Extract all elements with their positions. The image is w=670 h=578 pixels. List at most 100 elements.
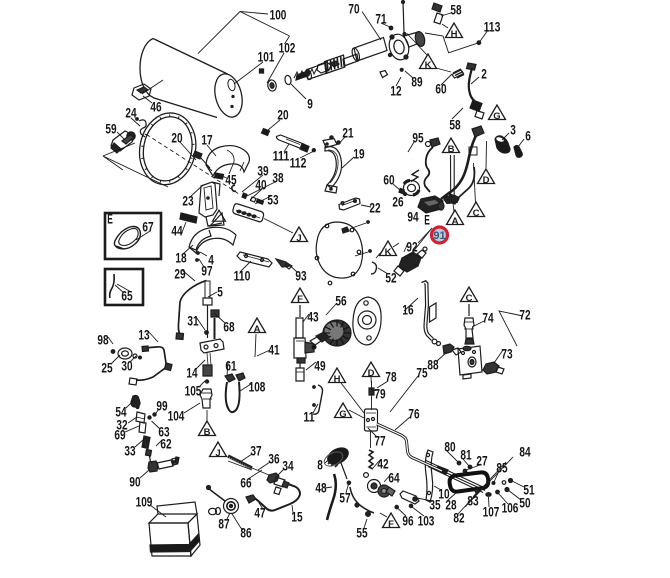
svg-text:97: 97 (201, 264, 212, 279)
svg-text:34: 34 (282, 459, 294, 474)
svg-text:99: 99 (156, 399, 167, 414)
svg-text:C: C (466, 293, 473, 304)
svg-text:38: 38 (272, 171, 284, 186)
svg-text:77: 77 (374, 434, 385, 449)
svg-text:48: 48 (315, 481, 327, 496)
svg-text:H: H (334, 374, 341, 385)
svg-text:96: 96 (402, 514, 414, 529)
svg-text:8: 8 (317, 458, 323, 473)
svg-text:10: 10 (438, 487, 449, 502)
svg-text:74: 74 (482, 311, 494, 326)
svg-text:G: G (493, 111, 500, 122)
svg-text:J: J (215, 448, 220, 459)
svg-text:88: 88 (427, 358, 439, 373)
svg-text:25: 25 (101, 361, 113, 376)
svg-text:5: 5 (217, 285, 223, 300)
svg-text:104: 104 (168, 409, 185, 424)
svg-text:81: 81 (460, 448, 472, 463)
svg-text:85: 85 (496, 461, 508, 476)
svg-text:60: 60 (435, 82, 446, 97)
svg-text:22: 22 (369, 201, 380, 216)
svg-text:92: 92 (406, 240, 417, 255)
svg-text:57: 57 (339, 491, 350, 506)
svg-text:110: 110 (234, 269, 251, 284)
svg-text:4: 4 (208, 253, 214, 268)
svg-text:42: 42 (377, 457, 388, 472)
svg-text:65: 65 (121, 289, 133, 304)
svg-text:113: 113 (484, 20, 501, 35)
svg-text:61: 61 (225, 359, 237, 374)
svg-text:13: 13 (138, 328, 150, 343)
svg-text:64: 64 (388, 471, 400, 486)
svg-text:89: 89 (411, 75, 422, 90)
svg-text:A: A (452, 216, 459, 227)
svg-text:37: 37 (250, 444, 261, 459)
svg-text:26: 26 (392, 195, 404, 210)
svg-text:98: 98 (97, 333, 109, 348)
svg-text:47: 47 (254, 506, 265, 521)
svg-text:73: 73 (501, 347, 513, 362)
svg-text:90: 90 (129, 475, 140, 490)
svg-text:20: 20 (277, 108, 288, 123)
svg-text:15: 15 (291, 510, 303, 525)
svg-text:12: 12 (390, 84, 401, 99)
svg-text:87: 87 (218, 517, 229, 532)
svg-text:E: E (107, 212, 113, 227)
svg-text:71: 71 (375, 12, 387, 27)
svg-text:3: 3 (510, 123, 516, 138)
svg-text:44: 44 (171, 224, 183, 239)
svg-text:B: B (448, 144, 455, 155)
svg-text:58: 58 (450, 3, 462, 18)
svg-text:50: 50 (519, 496, 530, 511)
svg-text:28: 28 (445, 498, 457, 513)
svg-text:J: J (296, 233, 301, 244)
svg-text:103: 103 (418, 514, 435, 529)
svg-text:14: 14 (186, 366, 198, 381)
svg-text:K: K (385, 247, 392, 258)
svg-text:B: B (204, 427, 211, 438)
svg-text:53: 53 (267, 193, 279, 208)
svg-text:F: F (297, 294, 303, 305)
svg-text:18: 18 (175, 251, 187, 266)
svg-text:40: 40 (255, 178, 266, 193)
svg-text:32: 32 (116, 418, 127, 433)
svg-text:2: 2 (481, 67, 487, 82)
svg-text:55: 55 (356, 526, 368, 541)
svg-text:43: 43 (307, 310, 319, 325)
svg-text:83: 83 (467, 494, 479, 509)
svg-text:76: 76 (408, 407, 420, 422)
svg-text:67: 67 (142, 220, 153, 235)
svg-text:6: 6 (525, 129, 531, 144)
svg-text:60: 60 (383, 173, 394, 188)
svg-text:46: 46 (150, 100, 162, 115)
svg-text:11: 11 (303, 410, 315, 425)
svg-text:39: 39 (257, 164, 268, 179)
svg-text:G: G (339, 409, 346, 420)
svg-text:27: 27 (476, 454, 487, 469)
svg-text:D: D (368, 368, 375, 379)
svg-text:102: 102 (279, 41, 296, 56)
svg-text:30: 30 (121, 359, 132, 374)
svg-text:69: 69 (114, 428, 125, 443)
svg-text:16: 16 (402, 303, 414, 318)
svg-text:35: 35 (429, 498, 441, 513)
svg-text:C: C (473, 208, 480, 219)
svg-text:93: 93 (295, 269, 307, 284)
svg-text:51: 51 (523, 483, 535, 498)
svg-text:79: 79 (374, 387, 385, 402)
svg-text:84: 84 (519, 445, 531, 460)
svg-text:54: 54 (115, 405, 127, 420)
svg-text:75: 75 (416, 366, 428, 381)
svg-text:91: 91 (433, 230, 445, 242)
svg-text:9: 9 (307, 97, 313, 112)
svg-text:111: 111 (273, 149, 290, 164)
svg-text:23: 23 (182, 194, 194, 209)
svg-text:63: 63 (158, 425, 170, 440)
svg-text:D: D (483, 175, 490, 186)
svg-text:17: 17 (201, 133, 212, 148)
svg-text:78: 78 (385, 370, 397, 385)
svg-text:107: 107 (483, 505, 500, 520)
svg-text:59: 59 (105, 122, 116, 137)
svg-text:A: A (254, 324, 261, 335)
svg-text:62: 62 (160, 437, 171, 452)
